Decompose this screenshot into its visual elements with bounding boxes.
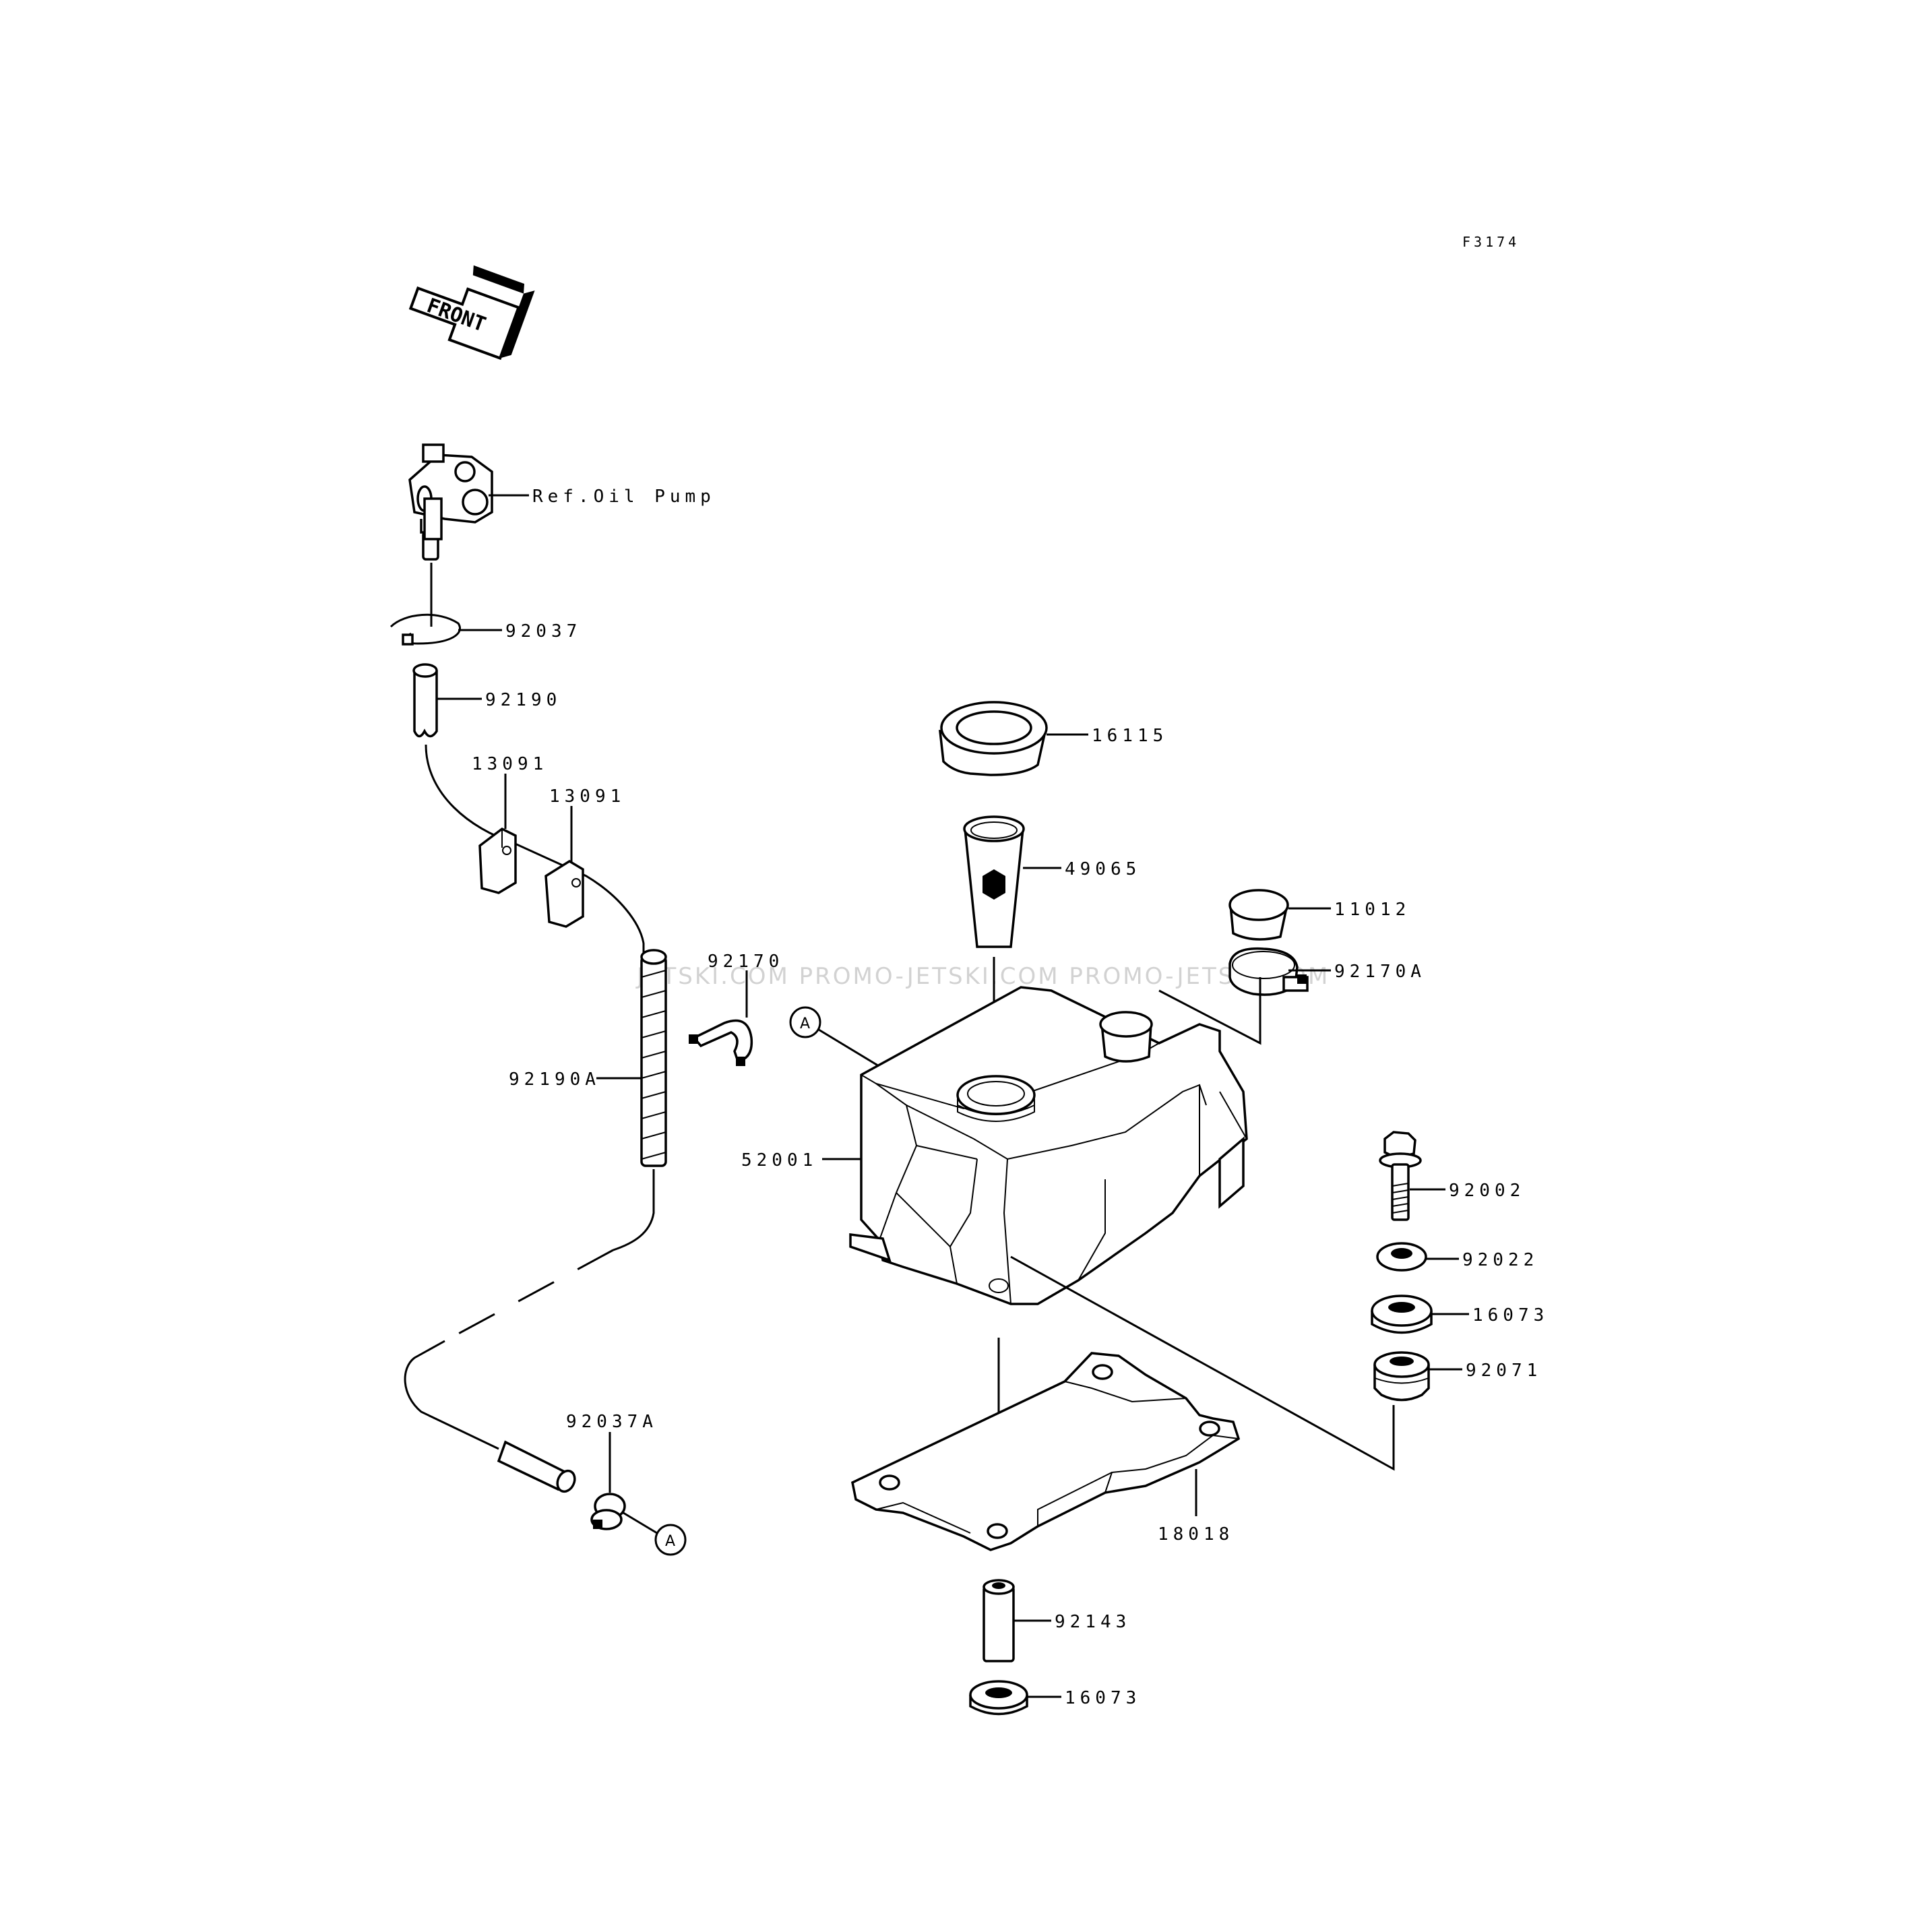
grommet-13091-a-icon: [478, 827, 517, 894]
bolt-92002-icon: [1379, 1131, 1422, 1221]
grommet-16073-b-icon: [969, 1680, 1028, 1716]
part-92022-label: 92022: [1462, 1250, 1538, 1270]
front-arrow-icon: FRONT: [408, 265, 535, 361]
cap-16115-icon: [939, 701, 1048, 776]
watermark: JETSKI.COM PROMO-JETSKI.COM PROMO-JETSKI…: [635, 963, 1330, 990]
oil-tank-52001-icon: [849, 986, 1248, 1305]
part-18018-label: 18018: [1158, 1524, 1234, 1545]
hose-end-icon: [497, 1440, 576, 1493]
hose-92190-icon: [412, 663, 438, 738]
part-92190-label: 92190: [485, 690, 561, 710]
bracket-18018-icon: [851, 1352, 1241, 1551]
grommet-92071-icon: [1373, 1351, 1430, 1402]
callout-a-lower: A: [665, 1533, 675, 1550]
part-16073-b-label: 16073: [1065, 1688, 1141, 1708]
hose-clamp-icon: [389, 613, 461, 646]
part-49065-label: 49065: [1065, 859, 1141, 879]
clamp-92170a-icon: [1228, 947, 1309, 996]
part-16115-label: 16115: [1092, 726, 1168, 746]
part-13091-b-label: 13091: [549, 786, 625, 807]
clamp-92037a-icon: [590, 1493, 626, 1530]
hose-92190a-icon: [640, 949, 667, 1167]
washer-92022-icon: [1376, 1242, 1427, 1272]
part-92170-label: 92170: [708, 952, 784, 972]
part-52001-label: 52001: [741, 1150, 817, 1171]
part-92037-label: 92037: [505, 621, 582, 642]
ref-oil-pump-label: Ref.Oil Pump: [532, 487, 716, 507]
part-13091-a-label: 13091: [472, 754, 548, 774]
grommet-16073-a-icon: [1371, 1295, 1433, 1334]
grommet-13091-b-icon: [544, 859, 584, 928]
part-92190a-label: 92190A: [509, 1069, 600, 1090]
oil-pump-icon: [408, 443, 493, 561]
callout-a-upper: A: [800, 1016, 810, 1032]
collar-92143-icon: [983, 1579, 1015, 1662]
part-92170a-label: 92170A: [1334, 962, 1426, 982]
cap-11012-icon: [1228, 889, 1289, 941]
part-92002-label: 92002: [1449, 1181, 1525, 1201]
strainer-49065-icon: [963, 815, 1025, 948]
part-16073-a-label: 16073: [1472, 1305, 1549, 1326]
part-11012-label: 11012: [1334, 900, 1410, 920]
part-92143-label: 92143: [1055, 1612, 1131, 1632]
part-92037a-label: 92037A: [566, 1412, 658, 1432]
figure-code: F3174: [1462, 234, 1520, 250]
clamp-92170-icon: [689, 1019, 753, 1066]
part-92071-label: 92071: [1466, 1361, 1542, 1381]
